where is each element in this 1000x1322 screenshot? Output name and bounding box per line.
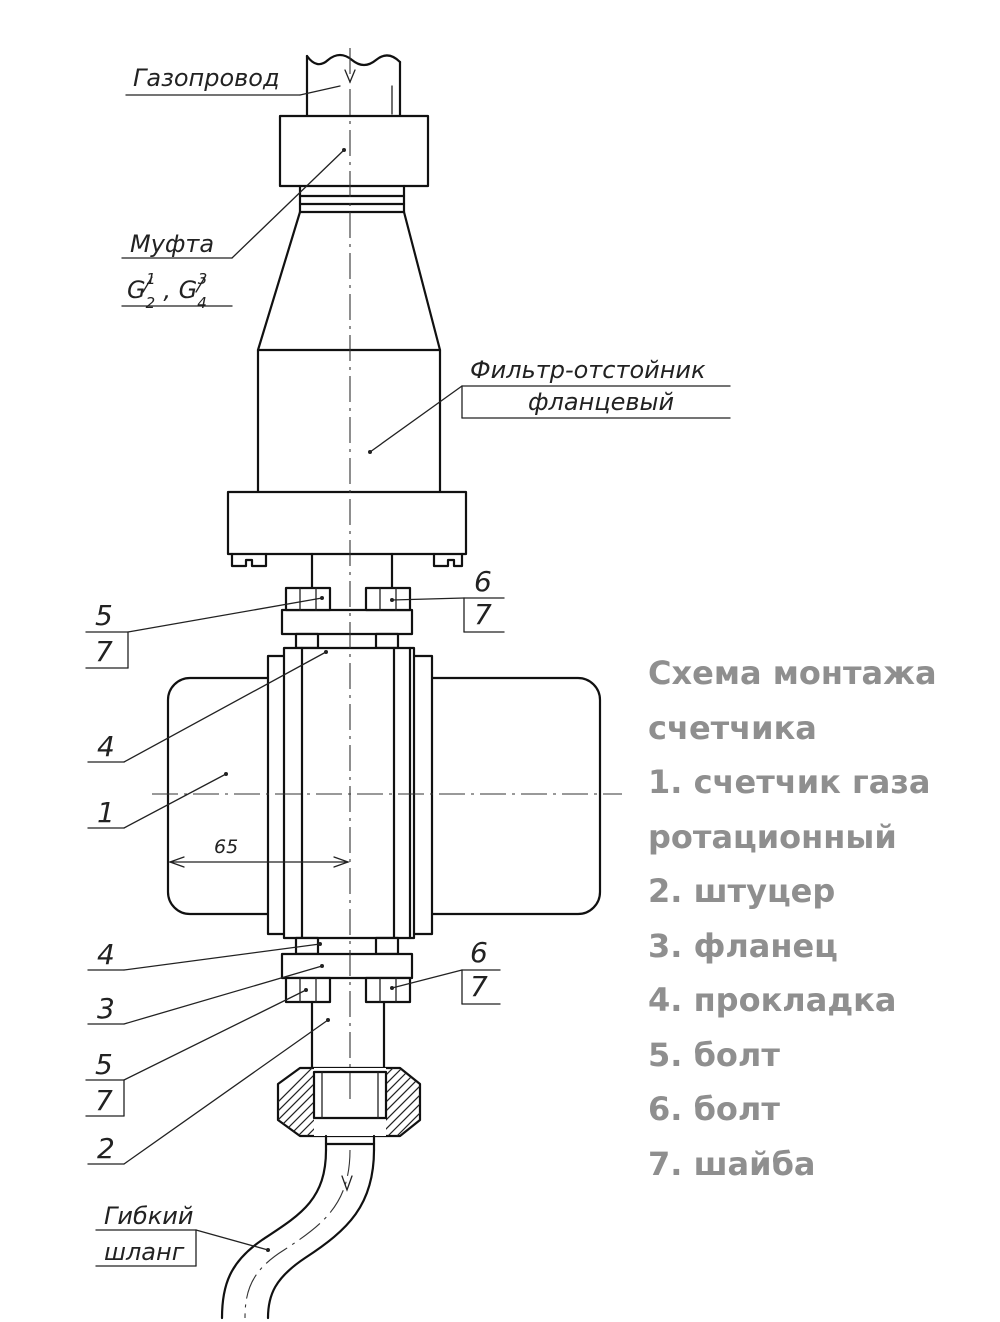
flexible-hose: [220, 1148, 376, 1320]
filter-label-line1: Фильтр-отстойник: [470, 356, 706, 384]
hatch-line: [278, 1068, 321, 1136]
legend-item: 6. болт: [648, 1090, 780, 1128]
callout-7-top-left: 7: [95, 635, 113, 668]
legend-item: 7. шайба: [648, 1144, 816, 1183]
callout-7-top-right: 7: [474, 598, 492, 631]
legend-item: 2. штуцер: [648, 872, 836, 910]
hatch-line: [392, 1068, 420, 1136]
callout-2-label: 2: [97, 1132, 115, 1165]
label-gas-pipe: Газопровод: [125, 64, 341, 96]
callout-1-label: 1: [97, 796, 115, 829]
hatch-line: [374, 1068, 420, 1136]
hose-label-line1: Гибкий: [104, 1202, 193, 1230]
callout-5-top: 5: [95, 599, 113, 632]
legend-item: ротационный: [648, 817, 897, 856]
center-axes: [152, 48, 622, 1100]
hose-label-line2: шланг: [104, 1238, 185, 1266]
callout-4-top-label: 4: [97, 730, 115, 763]
callout-6-7-top: 6 7: [390, 565, 505, 633]
label-filter: Фильтр-отстойник фланцевый: [368, 356, 731, 454]
legend-title-line2: счетчика: [648, 708, 817, 747]
callout-4-bottom: 4: [87, 938, 322, 971]
legend-item: 5. болт: [648, 1035, 780, 1074]
hatch-line: [383, 1068, 420, 1136]
callout-7-bottom-right: 7: [470, 970, 488, 1003]
dimension-value: 65: [214, 836, 238, 858]
callout-3: 3: [87, 964, 324, 1025]
legend-item: 3. фланец: [648, 926, 838, 965]
callout-6-bottom: 6: [470, 936, 488, 969]
callout-4-top: 4: [87, 650, 328, 763]
label-hose: Гибкий шланг: [95, 1202, 270, 1267]
gas-pipe-label: Газопровод: [133, 64, 280, 92]
hatch-line: [438, 1060, 518, 1140]
callout-5-7-top: 5 7: [85, 596, 324, 669]
installation-legend: Схема монтажа счетчика 1. счетчик газа р…: [648, 646, 988, 1191]
top-flange: [280, 586, 414, 650]
rotary-gas-meter: [166, 646, 602, 940]
callout-3-label: 3: [97, 992, 115, 1025]
hatch-line: [447, 1060, 527, 1140]
coupling-label: Муфта: [130, 230, 214, 258]
hatch-line: [429, 1060, 509, 1140]
bottom-flange: [280, 936, 414, 1004]
filter-settler: [226, 210, 468, 590]
legend-item: 4. прокладка: [648, 981, 897, 1019]
callout-5-7-bottom: 5 7: [85, 988, 308, 1117]
coupling: [278, 114, 430, 214]
callout-5-bottom: 5: [95, 1048, 113, 1081]
callout-6-top: 6: [474, 565, 492, 598]
fitting: [310, 1000, 386, 1070]
callout-2: 2: [87, 1018, 330, 1165]
hatch-line: [410, 1068, 420, 1136]
legend-title-line1: Схема монтажа: [648, 654, 937, 692]
gas-pipe: [305, 53, 402, 118]
callout-1: 1: [87, 772, 228, 829]
dimension-65: 65: [168, 836, 350, 868]
union-nut: [276, 1060, 527, 1152]
hatch-line: [419, 1068, 420, 1136]
filter-label-line2: фланцевый: [528, 388, 674, 416]
callout-4-bottom-label: 4: [97, 938, 115, 971]
legend-item: 1. счетчик газа: [648, 763, 931, 801]
callout-7-bottom-left: 7: [95, 1084, 113, 1117]
callout-6-7-bottom: 6 7: [390, 936, 501, 1005]
